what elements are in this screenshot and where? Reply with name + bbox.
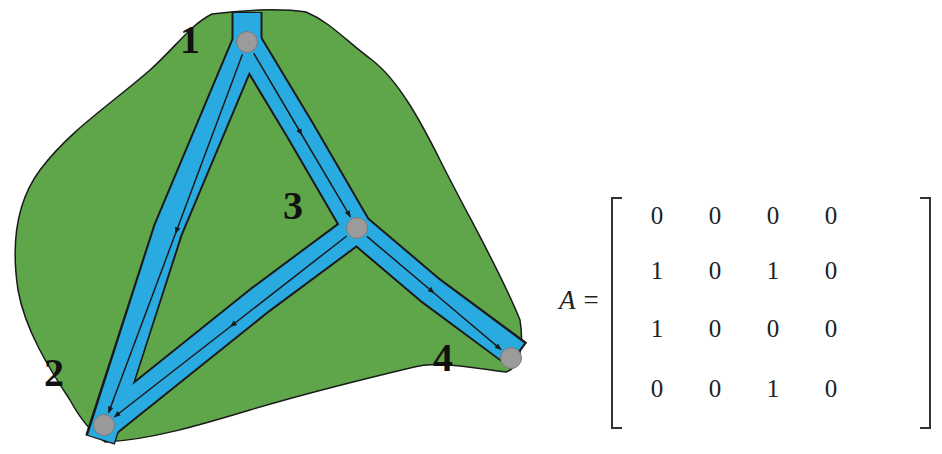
matrix-cell: 1 [767,376,780,401]
node-number: 4 [433,338,453,378]
matrix-cell: 0 [825,203,838,228]
matrix-name: A = [559,287,600,314]
matrix-cell: 0 [709,376,722,401]
matrix-cell: 0 [767,203,780,228]
confluence-node: 1 [236,31,258,53]
confluence-node: 4 [500,347,522,369]
matrix-cell: 0 [651,376,664,401]
matrix-cell: 1 [651,258,664,283]
matrix-left-bracket [612,198,622,428]
matrix-cell: 0 [825,376,838,401]
matrix-right-bracket [920,198,930,428]
matrix-cell: 0 [767,316,780,341]
matrix-cell: 0 [651,203,664,228]
matrix-cell: 0 [709,316,722,341]
matrix-cell: 0 [709,203,722,228]
node-number: 3 [283,186,303,226]
flow-arrow [109,54,243,413]
matrix-cell: 0 [825,258,838,283]
matrix-cell: 0 [825,316,838,341]
node-number: 2 [44,353,64,393]
land-region [15,10,521,442]
matrix-cell: 1 [651,316,664,341]
node-number: 1 [180,20,200,60]
matrix-cell: 0 [709,258,722,283]
confluence-node: 2 [93,414,115,436]
confluence-node: 3 [346,217,368,239]
matrix-cell: 1 [767,258,780,283]
flow-arrow [367,236,501,349]
flow-arrow [114,236,346,417]
